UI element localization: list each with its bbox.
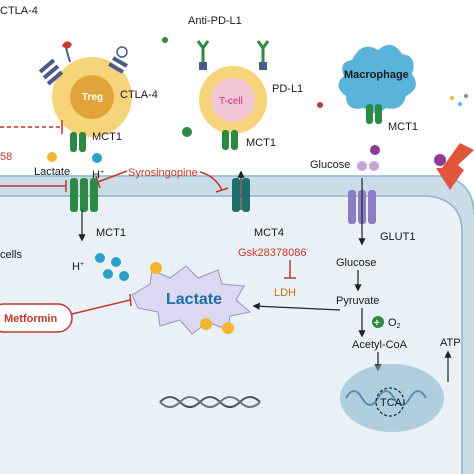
- mct1-membrane-icon: [70, 178, 98, 212]
- gsk-label: Gsk28378086: [238, 247, 307, 259]
- glucose-dot-2: [369, 161, 379, 171]
- glucose-inside-label: Glucose: [336, 257, 376, 269]
- metformin-box: Metformin: [0, 293, 132, 333]
- cells-label: cells: [0, 249, 23, 261]
- lactate-top-label: Lactate: [34, 166, 70, 178]
- pdl1-antibody-icon: [196, 40, 270, 70]
- mct1-tcell-icon: [222, 130, 238, 150]
- mct1-membrane-label: MCT1: [96, 227, 126, 239]
- metformin-label: Metformin: [4, 313, 57, 325]
- ctla4-receptor-left-icon: [38, 41, 72, 86]
- mitochondrion: TCA: [340, 364, 444, 432]
- atp-label: ATP: [440, 337, 461, 349]
- mct4-icon: [232, 178, 250, 212]
- h-plus-inside-label: H+: [72, 261, 84, 273]
- t-cell: T-cell: [196, 40, 270, 150]
- ctla4-right-label: CTLA-4: [120, 89, 158, 101]
- treg-cell: Treg: [38, 41, 132, 163]
- syrosingopine-inhibitor: [95, 170, 229, 193]
- mct1-treg-label: MCT1: [92, 131, 122, 143]
- macrophage-label: Macrophage: [344, 69, 409, 81]
- tcell-label: T-cell: [219, 96, 243, 107]
- gsk-inhibitor: [284, 260, 296, 279]
- tca-label: TCA: [380, 397, 403, 409]
- oxygen-input: + O2: [372, 316, 401, 330]
- num58-label: 58: [0, 151, 12, 163]
- lactate-center-label: Lactate: [166, 291, 222, 308]
- anti-pdl1-label: Anti-PD-L1: [188, 15, 242, 27]
- inhibitor-left: [0, 180, 67, 192]
- glut1-label: GLUT1: [380, 231, 415, 243]
- proton-dots: [95, 253, 129, 281]
- ctla4-left-label: CTLA-4: [0, 5, 38, 17]
- dna-icon: [159, 396, 261, 408]
- glucose-dot: [357, 161, 367, 171]
- mct1-macrophage-icon: [366, 104, 382, 124]
- mct4-label: MCT4: [254, 227, 284, 239]
- glucose-top-label: Glucose: [310, 159, 350, 171]
- lactate-burst: Lactate: [131, 262, 252, 335]
- ldh-label: LDH: [274, 287, 296, 299]
- svg-text:+: +: [374, 318, 380, 329]
- mct1-macrophage-label: MCT1: [388, 121, 418, 133]
- scattered-dots: [162, 37, 468, 166]
- mct1-treg-icon: [70, 132, 86, 152]
- o2-label: O2: [388, 317, 401, 330]
- pdl1-label: PD-L1: [272, 83, 303, 95]
- pyruvate-label: Pyruvate: [336, 295, 379, 307]
- h-plus-top-label: H+: [92, 169, 104, 181]
- treg-label: Treg: [82, 92, 103, 103]
- inhibitor-58: 58: [0, 120, 63, 163]
- mct1-tcell-label: MCT1: [246, 137, 276, 149]
- macrophage-cell: Macrophage: [338, 44, 416, 124]
- syrosingopine-label: Syrosingopine: [128, 167, 198, 179]
- acetylcoa-label: Acetyl-CoA: [352, 339, 408, 351]
- lactate-dot: [47, 152, 57, 162]
- pyruvate-lactate-arrow: [252, 302, 341, 311]
- ctla4-receptor-right-icon: [108, 46, 128, 74]
- big-arrow-icon: [436, 143, 474, 190]
